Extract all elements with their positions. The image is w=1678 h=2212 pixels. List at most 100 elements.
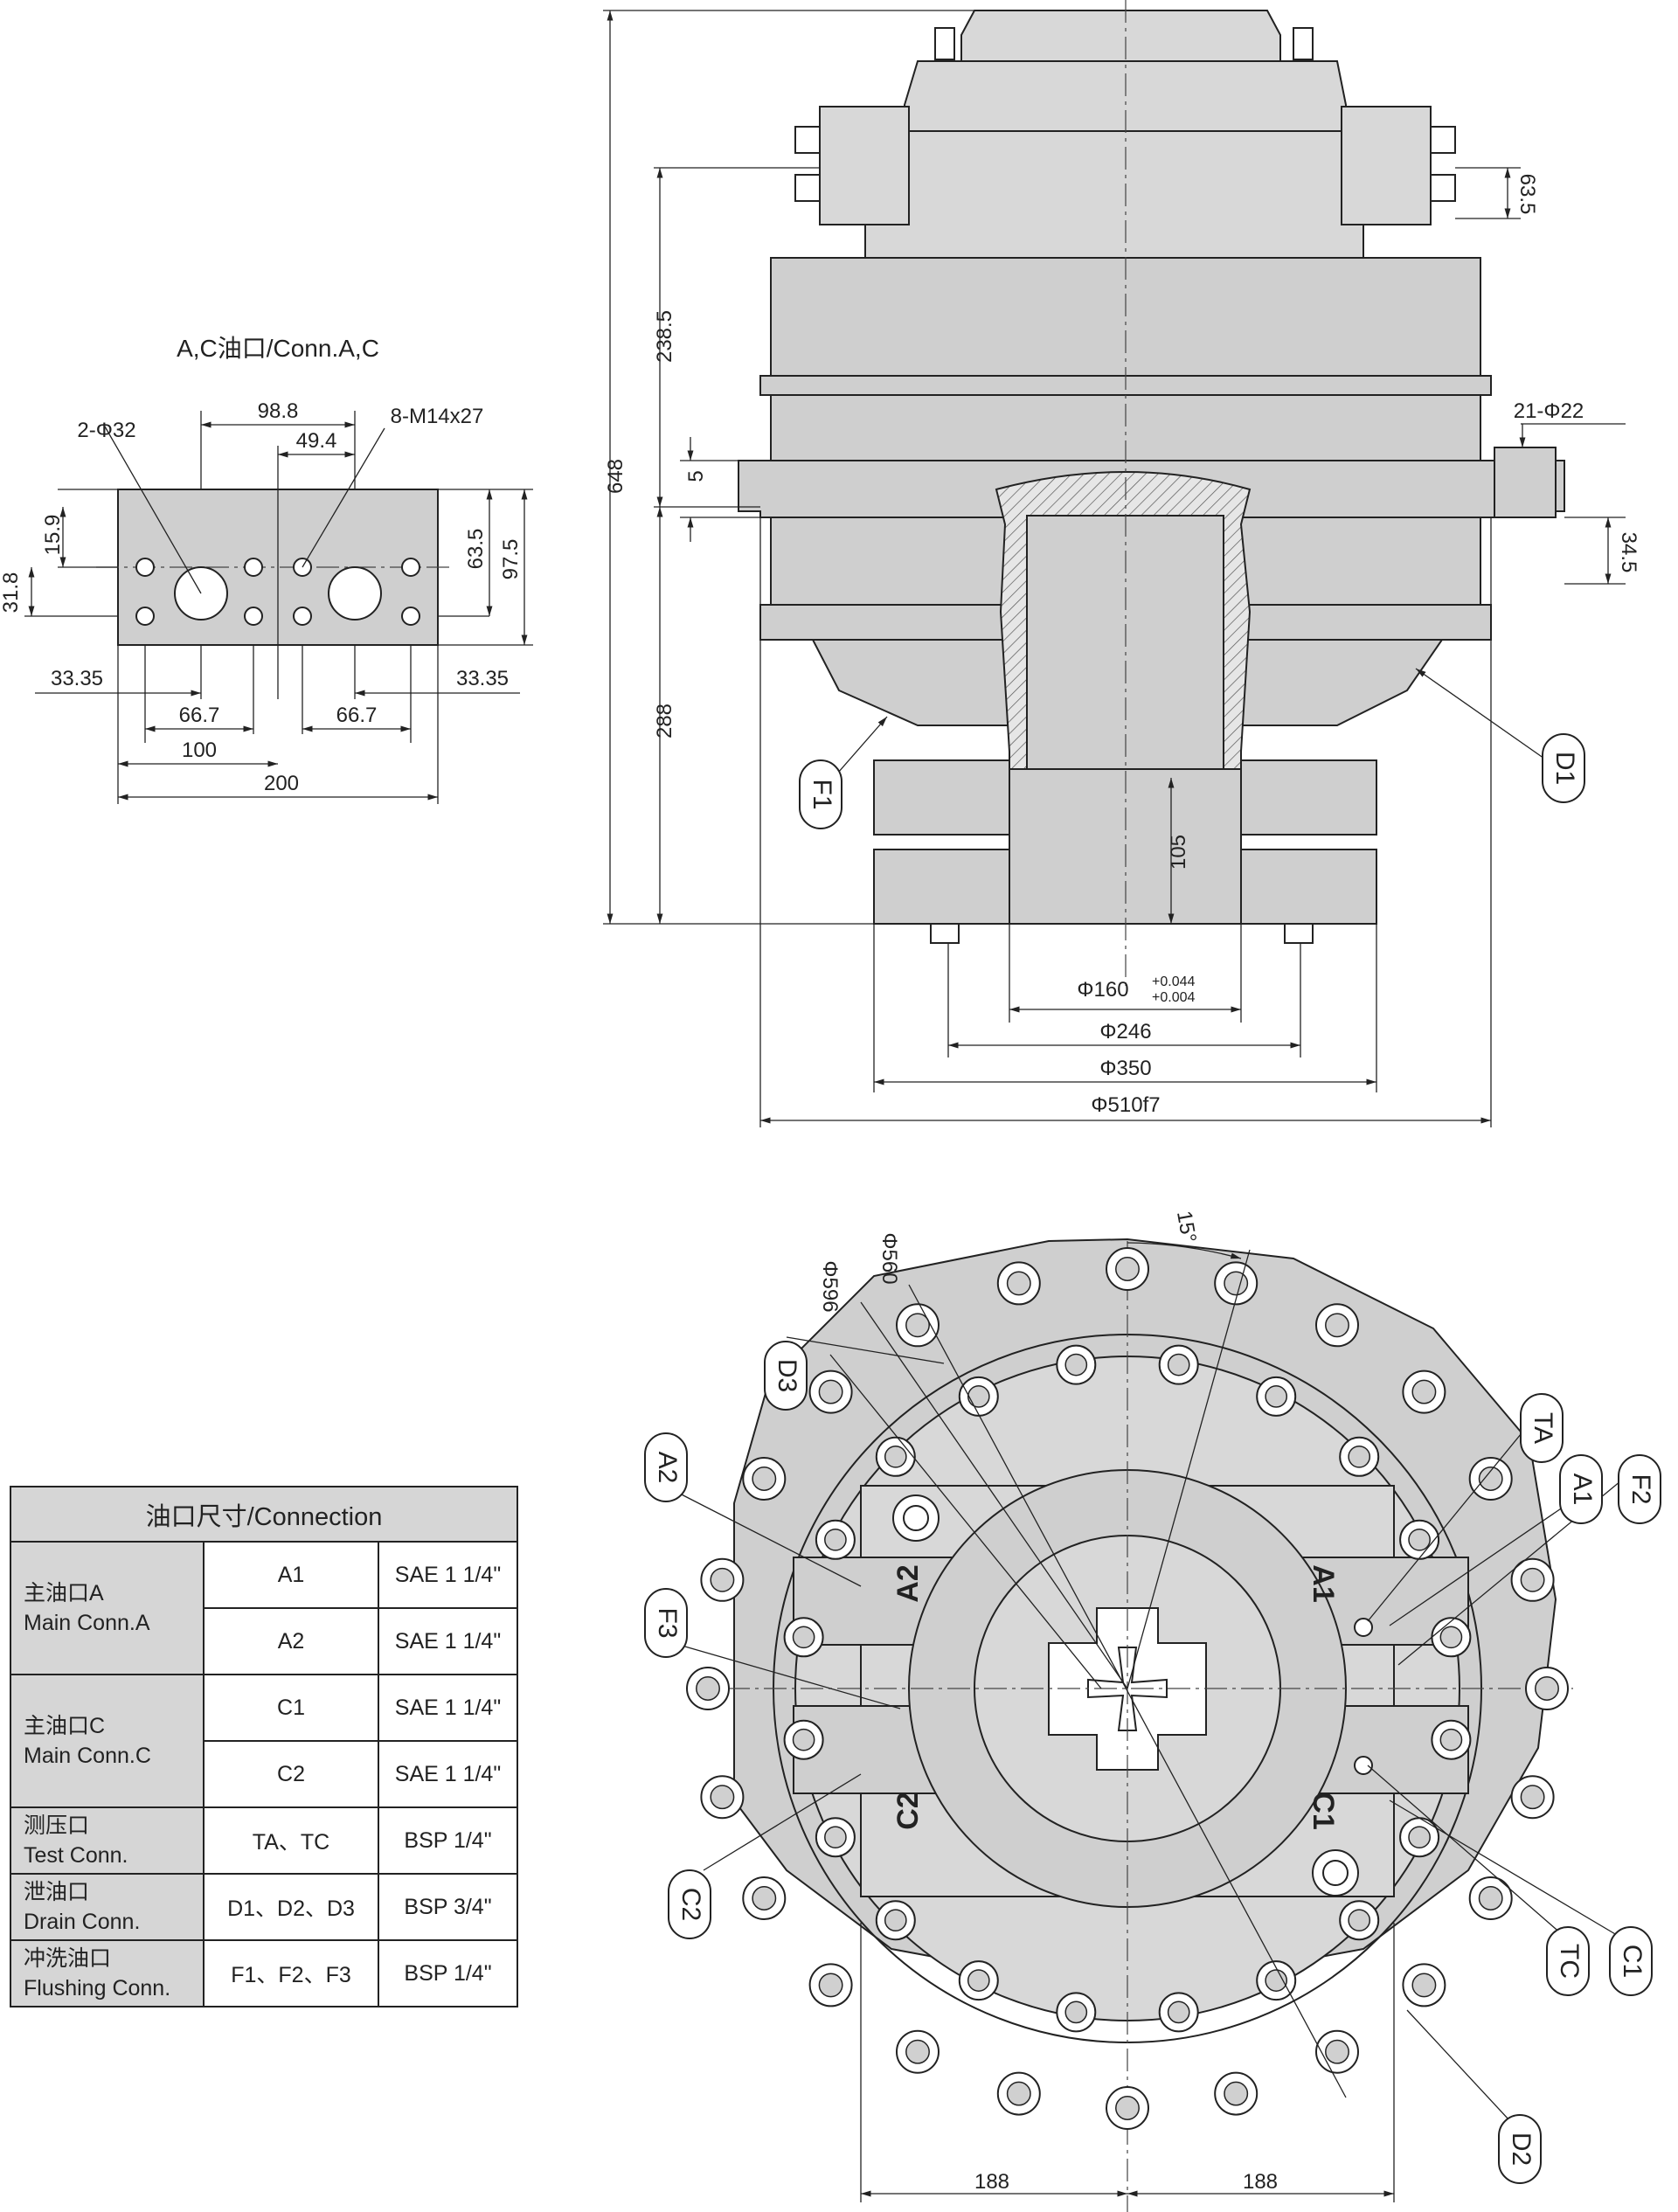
bolt-head — [1411, 1379, 1437, 1404]
bolt-head — [1520, 1785, 1545, 1810]
dim-648: 648 — [604, 459, 628, 494]
bolt-head — [967, 1969, 990, 1992]
bolt-head — [752, 1467, 777, 1491]
dim-63-5-flange: 63.5 — [464, 529, 488, 570]
left-ear — [819, 106, 910, 225]
svg-text:D3: D3 — [773, 1359, 801, 1392]
size-cell: BSP 1/4" — [378, 1806, 518, 1875]
bottom-bolt-right — [1284, 923, 1314, 944]
port-cell: A2 — [203, 1607, 379, 1675]
bolt-head — [1006, 1271, 1031, 1296]
bolt-head — [710, 1567, 735, 1592]
size-cell: SAE 1 1/4" — [378, 1541, 518, 1609]
dim-2-phi32: 2-Φ32 — [77, 419, 135, 442]
table-header-row: 油口尺寸/Connection — [10, 1486, 518, 1543]
dim-100: 100 — [182, 738, 217, 762]
top-bolt-left — [934, 27, 955, 60]
group-main-a: 主油口A Main Conn.A — [10, 1541, 205, 1675]
bolt-head — [696, 1676, 720, 1701]
dim-33-35-left: 33.35 — [51, 667, 103, 690]
bolt-head — [710, 1785, 735, 1810]
dim-phi560: Φ560 — [877, 1232, 901, 1284]
bolt-head — [1411, 1973, 1437, 1998]
port-label-a2: A2 — [891, 1564, 925, 1602]
right-ear — [1341, 106, 1432, 225]
bolt-head — [752, 1886, 777, 1910]
bolt-head — [1325, 2039, 1349, 2064]
connection-table: 油口尺寸/Connection 主油口A Main Conn.A A1 SAE 1… — [10, 1486, 518, 2007]
dim-31-8: 31.8 — [0, 572, 23, 614]
dim-238-5: 238.5 — [653, 310, 676, 363]
bolt-head — [1408, 1826, 1431, 1849]
group-name-cn: 泄油口 — [24, 1880, 90, 1904]
callout-f3: F3 — [644, 1588, 688, 1658]
bolt-head — [1064, 1353, 1088, 1376]
svg-text:D2: D2 — [1507, 2132, 1536, 2166]
bolt-head — [884, 1909, 907, 1932]
table-row: C2 SAE 1 1/4" — [10, 1740, 518, 1808]
left-bolt-b — [794, 174, 821, 202]
bolt-head — [792, 1626, 815, 1649]
size-cell: BSP 1/4" — [378, 1939, 518, 2007]
bolt-head — [792, 1728, 815, 1751]
flange-thread-holes — [135, 558, 420, 626]
callout-f1: F1 — [799, 759, 842, 829]
dim-188-right: 188 — [1243, 2170, 1278, 2194]
dim-15-9: 15.9 — [41, 515, 65, 556]
port-cell: C1 — [203, 1674, 379, 1742]
dim-phi246: Φ246 — [1099, 1020, 1151, 1044]
size-cell: SAE 1 1/4" — [378, 1607, 518, 1675]
bolt-head — [1265, 1385, 1288, 1408]
group-name-cn: 主油口A — [24, 1581, 104, 1605]
svg-text:F3: F3 — [653, 1607, 682, 1638]
group-name-cn: 测压口 — [24, 1813, 90, 1838]
bolt-head — [905, 1313, 930, 1338]
flange-hole-detail — [1494, 447, 1557, 518]
dim-phi160-tol-upper: +0.044 — [1152, 974, 1195, 989]
svg-text:C1: C1 — [1618, 1945, 1647, 1978]
callout-a1: A1 — [1559, 1454, 1603, 1524]
group-name-en: Main Conn.A — [24, 1611, 150, 1635]
bolt-head — [1535, 1676, 1559, 1701]
port-c-bore — [328, 566, 382, 621]
bolt-head — [1348, 1445, 1371, 1468]
port-cell: A1 — [203, 1541, 379, 1609]
bolt-head — [1408, 1528, 1431, 1551]
bolt-head — [1224, 2081, 1249, 2106]
bolt-head — [967, 1385, 990, 1408]
dim-phi160-tol-lower: +0.004 — [1152, 990, 1195, 1005]
bolt-head — [884, 1445, 907, 1468]
bolt-head — [1167, 2001, 1190, 2024]
bolt-head — [1006, 2081, 1031, 2106]
size-cell: SAE 1 1/4" — [378, 1740, 518, 1808]
test-port-tc — [1354, 1756, 1373, 1775]
bolt-head — [1439, 1728, 1463, 1751]
dim-97-5: 97.5 — [499, 539, 523, 580]
bolt-head — [818, 1379, 843, 1404]
bolt-head — [824, 1528, 847, 1551]
bolt-head — [905, 2039, 930, 2064]
svg-text:C2: C2 — [676, 1888, 705, 1921]
right-bolt-a — [1430, 126, 1456, 154]
dim-105: 105 — [1167, 835, 1190, 870]
dim-phi510: Φ510f7 — [1091, 1093, 1160, 1117]
right-bolt-b — [1430, 174, 1456, 202]
top-bolt-right — [1293, 27, 1314, 60]
port-a2-fitting-inner — [903, 1505, 929, 1531]
test-port-ta — [1354, 1618, 1373, 1637]
port-cell: C2 — [203, 1740, 379, 1808]
outer-bolt-ring — [686, 1247, 1569, 2130]
dim-5: 5 — [684, 470, 708, 482]
bolt-head — [1167, 1353, 1190, 1376]
flange-view: A,C油口/Conn.A,C — [0, 335, 533, 804]
port-label-c1: C1 — [1307, 1792, 1340, 1829]
callout-f2: F2 — [1618, 1454, 1661, 1524]
bolt-head — [818, 1973, 843, 1998]
svg-text:TC: TC — [1555, 1944, 1584, 1979]
size-cell: SAE 1 1/4" — [378, 1674, 518, 1742]
dim-66-7-right: 66.7 — [336, 704, 378, 727]
